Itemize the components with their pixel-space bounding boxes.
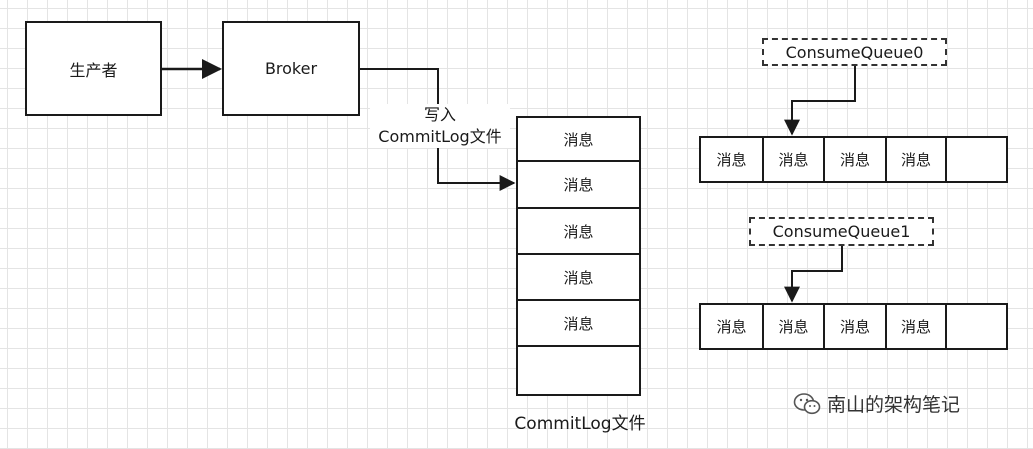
queue1-cell: 消息 <box>825 305 887 348</box>
commitlog-cell <box>518 347 639 394</box>
consumequeue0-box: ConsumeQueue0 <box>762 38 947 66</box>
queue0-cell: 消息 <box>701 138 764 181</box>
consumequeue0-label: ConsumeQueue0 <box>785 42 924 62</box>
arrow-queue0-to-row <box>784 66 856 136</box>
watermark-text: 南山的架构笔记 <box>827 394 961 416</box>
broker-box: Broker <box>222 21 360 116</box>
producer-label: 生产者 <box>69 60 118 80</box>
write-label-line1: 写入 <box>423 105 456 124</box>
queue1-cell <box>947 305 1006 348</box>
consumequeue1-box: ConsumeQueue1 <box>749 217 934 246</box>
queue0-cell <box>947 138 1006 181</box>
commitlog-stack: 消息 消息 消息 消息 消息 <box>516 116 641 396</box>
commitlog-cell: 消息 <box>518 301 639 347</box>
consumequeue0-row: 消息 消息 消息 消息 <box>699 136 1008 183</box>
consumequeue1-label: ConsumeQueue1 <box>772 222 911 241</box>
queue0-cell: 消息 <box>825 138 887 181</box>
commitlog-cell: 消息 <box>518 118 639 162</box>
watermark: 南山的架构笔记 <box>793 390 960 417</box>
queue0-cell: 消息 <box>887 138 947 181</box>
broker-label: Broker <box>264 59 318 78</box>
consumequeue1-row: 消息 消息 消息 消息 <box>699 303 1008 350</box>
producer-box: 生产者 <box>25 21 162 116</box>
commitlog-cell: 消息 <box>518 255 639 301</box>
commitlog-caption: CommitLog文件 <box>514 414 646 434</box>
write-label: 写入 CommitLog文件 <box>370 104 510 148</box>
queue1-cell: 消息 <box>764 305 825 348</box>
commitlog-cell: 消息 <box>518 162 639 209</box>
write-label-line2: CommitLog文件 <box>378 127 502 146</box>
queue1-cell: 消息 <box>887 305 947 348</box>
arrow-queue1-to-row <box>784 246 843 303</box>
wechat-icon <box>793 392 821 414</box>
queue1-cell: 消息 <box>701 305 764 348</box>
queue0-cell: 消息 <box>764 138 825 181</box>
commitlog-cell: 消息 <box>518 209 639 255</box>
